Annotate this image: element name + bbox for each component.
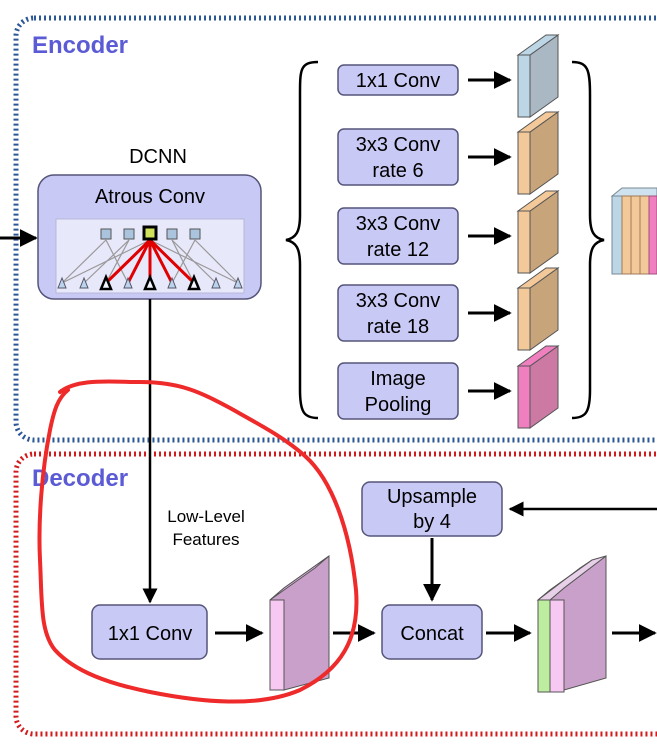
upsample-label-line1: Upsample bbox=[387, 486, 477, 508]
decoder-panel: Decoder bbox=[13, 451, 657, 737]
aspp-module: 1x1 Conv 3x3 Conv rate 6 3x3 Conv rate 12 3x3… bbox=[337, 34, 560, 429]
low-level-feature-map bbox=[269, 555, 330, 691]
aspp-branch-box-1 bbox=[337, 128, 459, 186]
aspp-branch-label-4-0: Image bbox=[370, 368, 426, 390]
aspp-feature-front-2 bbox=[517, 210, 531, 274]
decoder-concat-feature bbox=[536, 554, 607, 693]
aspp-branch-label-4-1: Pooling bbox=[365, 394, 432, 416]
upsample-box bbox=[361, 481, 503, 537]
aspp-close-brace bbox=[571, 60, 605, 420]
aspp-feature-front-4 bbox=[517, 365, 531, 429]
upsample-label-line2: by 4 bbox=[413, 511, 451, 533]
aspp-feature-front-3 bbox=[517, 287, 531, 351]
low-level-label-line2: Features bbox=[172, 530, 239, 549]
decoder-title: Decoder bbox=[32, 465, 128, 492]
decoder-1x1-conv-box bbox=[91, 604, 208, 660]
aspp-feature-front-0 bbox=[517, 54, 531, 118]
concat-label: Concat bbox=[400, 623, 464, 645]
aspp-branch-label-2-0: 3x3 Conv bbox=[356, 213, 441, 235]
atrous-conv-label: Atrous Conv bbox=[95, 186, 205, 208]
dcnn-block: DCNN Atrous Conv bbox=[37, 146, 262, 300]
aspp-branch-box-4 bbox=[337, 362, 459, 420]
encoder-panel: Encoder bbox=[13, 15, 657, 443]
aspp-branch-label-1-1: rate 6 bbox=[372, 160, 423, 182]
aspp-branch-label-3-1: rate 18 bbox=[367, 316, 429, 338]
encoder-title: Encoder bbox=[32, 32, 128, 59]
concat-box bbox=[381, 604, 483, 660]
low-level-label-line1: Low-Level bbox=[167, 507, 245, 526]
atrous-dilation-illustration bbox=[57, 225, 243, 291]
aspp-feature-front-1 bbox=[517, 131, 531, 195]
aspp-branch-label-2-1: rate 12 bbox=[367, 239, 429, 261]
aspp-branch-label-0-0: 1x1 Conv bbox=[356, 70, 441, 92]
decoder-border bbox=[13, 451, 657, 737]
aspp-branch-box-2 bbox=[337, 207, 459, 265]
aspp-brace bbox=[285, 60, 319, 420]
aspp-branch-box-3 bbox=[337, 284, 459, 342]
aspp-branch-label-3-0: 3x3 Conv bbox=[356, 290, 441, 312]
encoder-output-feature bbox=[610, 187, 657, 275]
dcnn-caption: DCNN bbox=[129, 146, 187, 168]
encoder-border bbox=[13, 15, 657, 443]
red-highlight-annotation bbox=[37, 379, 359, 704]
aspp-branch-box-0 bbox=[337, 64, 459, 96]
aspp-branch-label-1-0: 3x3 Conv bbox=[356, 134, 441, 156]
decoder-1x1-conv-label: 1x1 Conv bbox=[108, 623, 193, 645]
